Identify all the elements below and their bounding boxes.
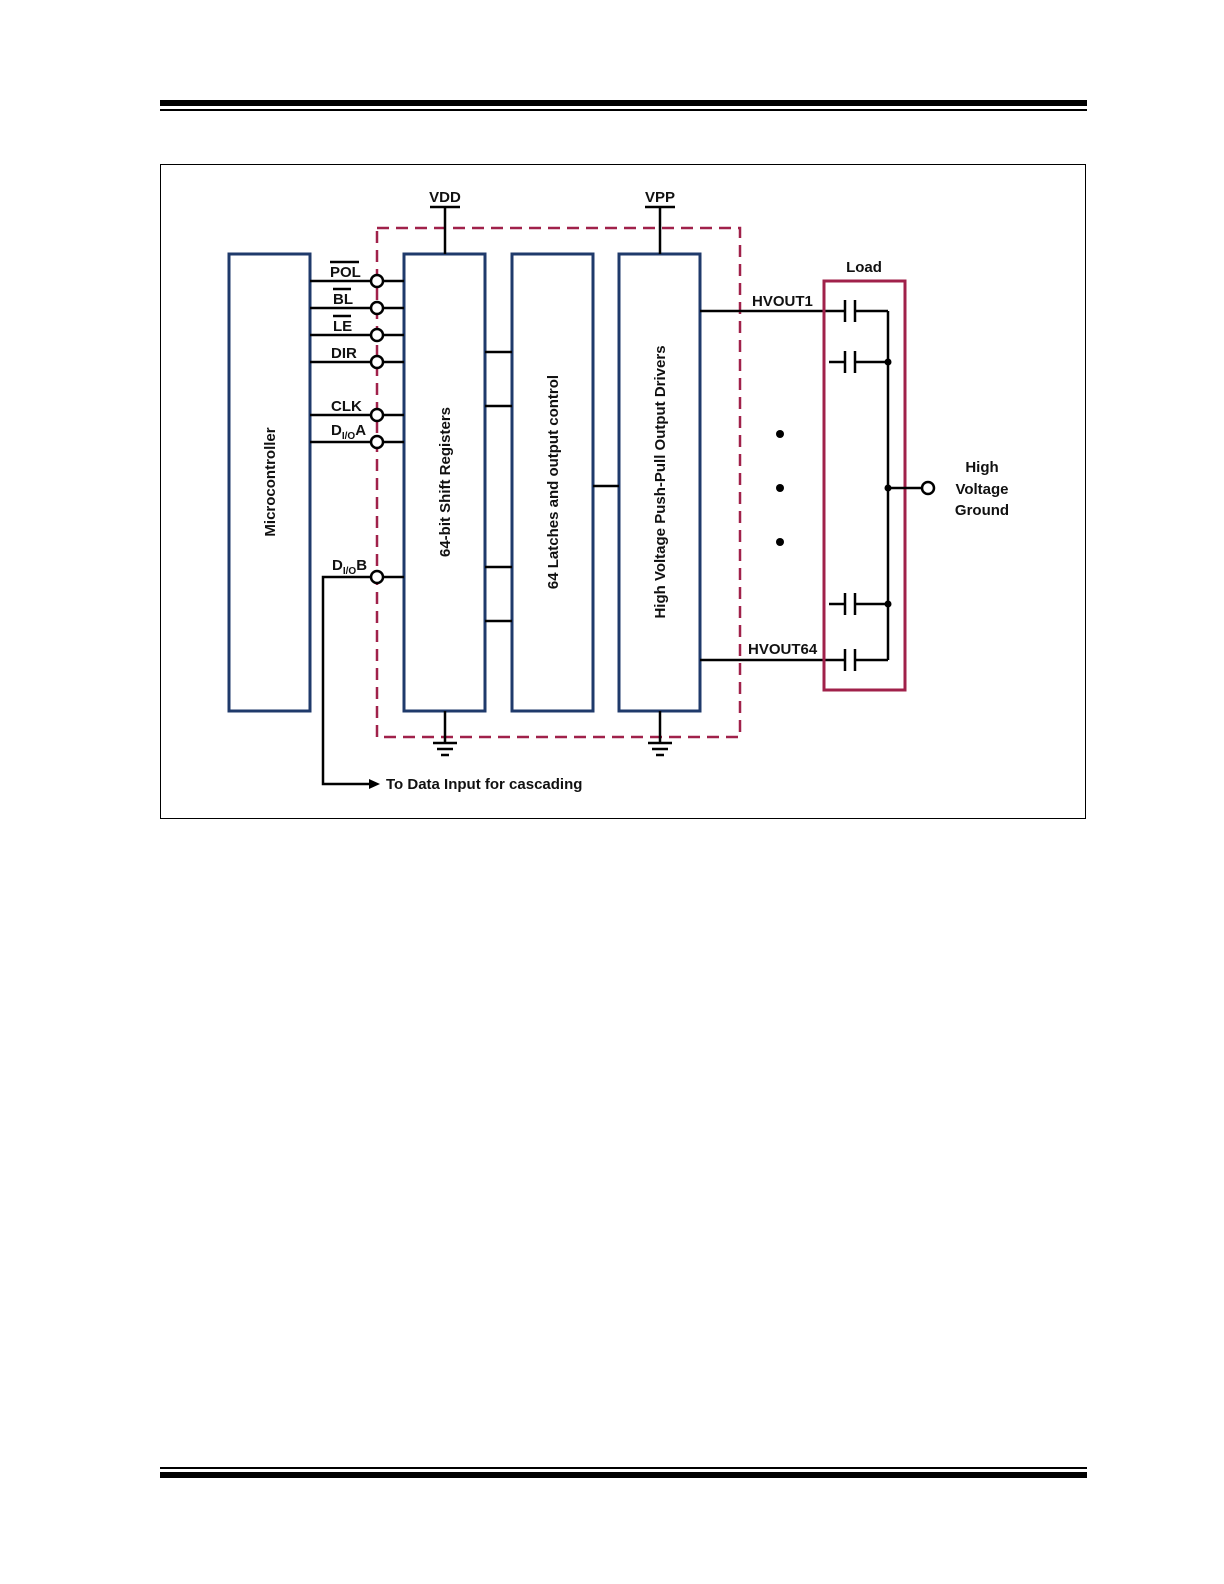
hv-ground-terminal (920, 480, 936, 496)
ic-boundary (375, 226, 742, 739)
ellipsis-dot (776, 430, 784, 438)
dio-a-pin (369, 434, 385, 450)
capacitor (843, 649, 888, 671)
ground-symbol (648, 711, 672, 757)
latches-label: 64 Latches and output control (545, 375, 562, 589)
cascade-label: To Data Input for cascading (386, 776, 582, 793)
figure-frame (160, 164, 1086, 819)
hv-ground-label-line1: High (965, 459, 998, 476)
ellipsis-dot (776, 538, 784, 546)
dio-b-label: DI/OB (332, 557, 367, 577)
hvout1-label: HVOUT1 (752, 293, 813, 310)
capacitor (843, 300, 888, 322)
vdd-label: VDD (429, 189, 461, 206)
pol-pin (369, 273, 385, 289)
header-rule-thick (160, 100, 1087, 106)
microcontroller-block (227, 252, 312, 713)
ground-symbol (433, 711, 457, 757)
hv-ground-label-line3: Ground (955, 502, 1009, 519)
load-title: Load (846, 259, 882, 276)
drivers-label: High Voltage Push-Pull Output Drivers (652, 345, 669, 618)
dir-label: DIR (331, 345, 357, 362)
microcontroller-label: Microcontroller (262, 427, 279, 536)
dir-pin (369, 354, 385, 370)
capacitor (829, 593, 888, 615)
clk-label: CLK (331, 398, 362, 415)
le-pin (369, 327, 385, 343)
ellipsis-dot (776, 484, 784, 492)
dio-a-label: DI/OA (331, 422, 366, 442)
le-label: LE (333, 318, 352, 335)
capacitor (829, 351, 888, 373)
vpp-label: VPP (645, 189, 675, 206)
header-rule-thin (160, 109, 1087, 111)
latches-block (510, 252, 595, 713)
hv-ground-label-line2: Voltage (955, 481, 1008, 498)
shift-registers-label: 64-bit Shift Registers (437, 407, 454, 557)
pol-label: POL (330, 264, 361, 281)
bl-pin (369, 300, 385, 316)
load-box (822, 279, 907, 692)
footer-rule-thick (160, 1472, 1087, 1478)
dio-b-pin (369, 569, 385, 585)
arrow-head (369, 779, 380, 789)
shift-registers-block (402, 252, 487, 713)
clk-pin (369, 407, 385, 423)
footer-rule-thin (160, 1467, 1087, 1469)
bl-label: BL (333, 291, 353, 308)
hvout64-label: HVOUT64 (748, 641, 818, 658)
